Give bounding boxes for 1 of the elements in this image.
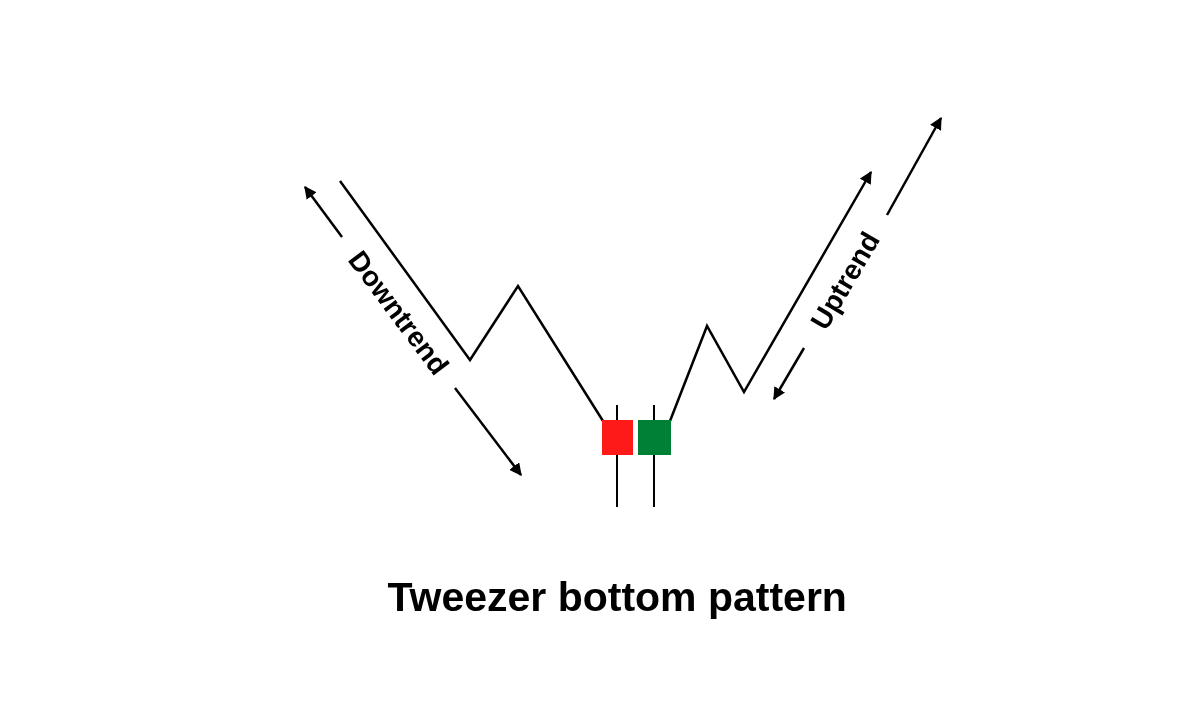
caption: Tweezer bottom pattern: [387, 574, 847, 620]
